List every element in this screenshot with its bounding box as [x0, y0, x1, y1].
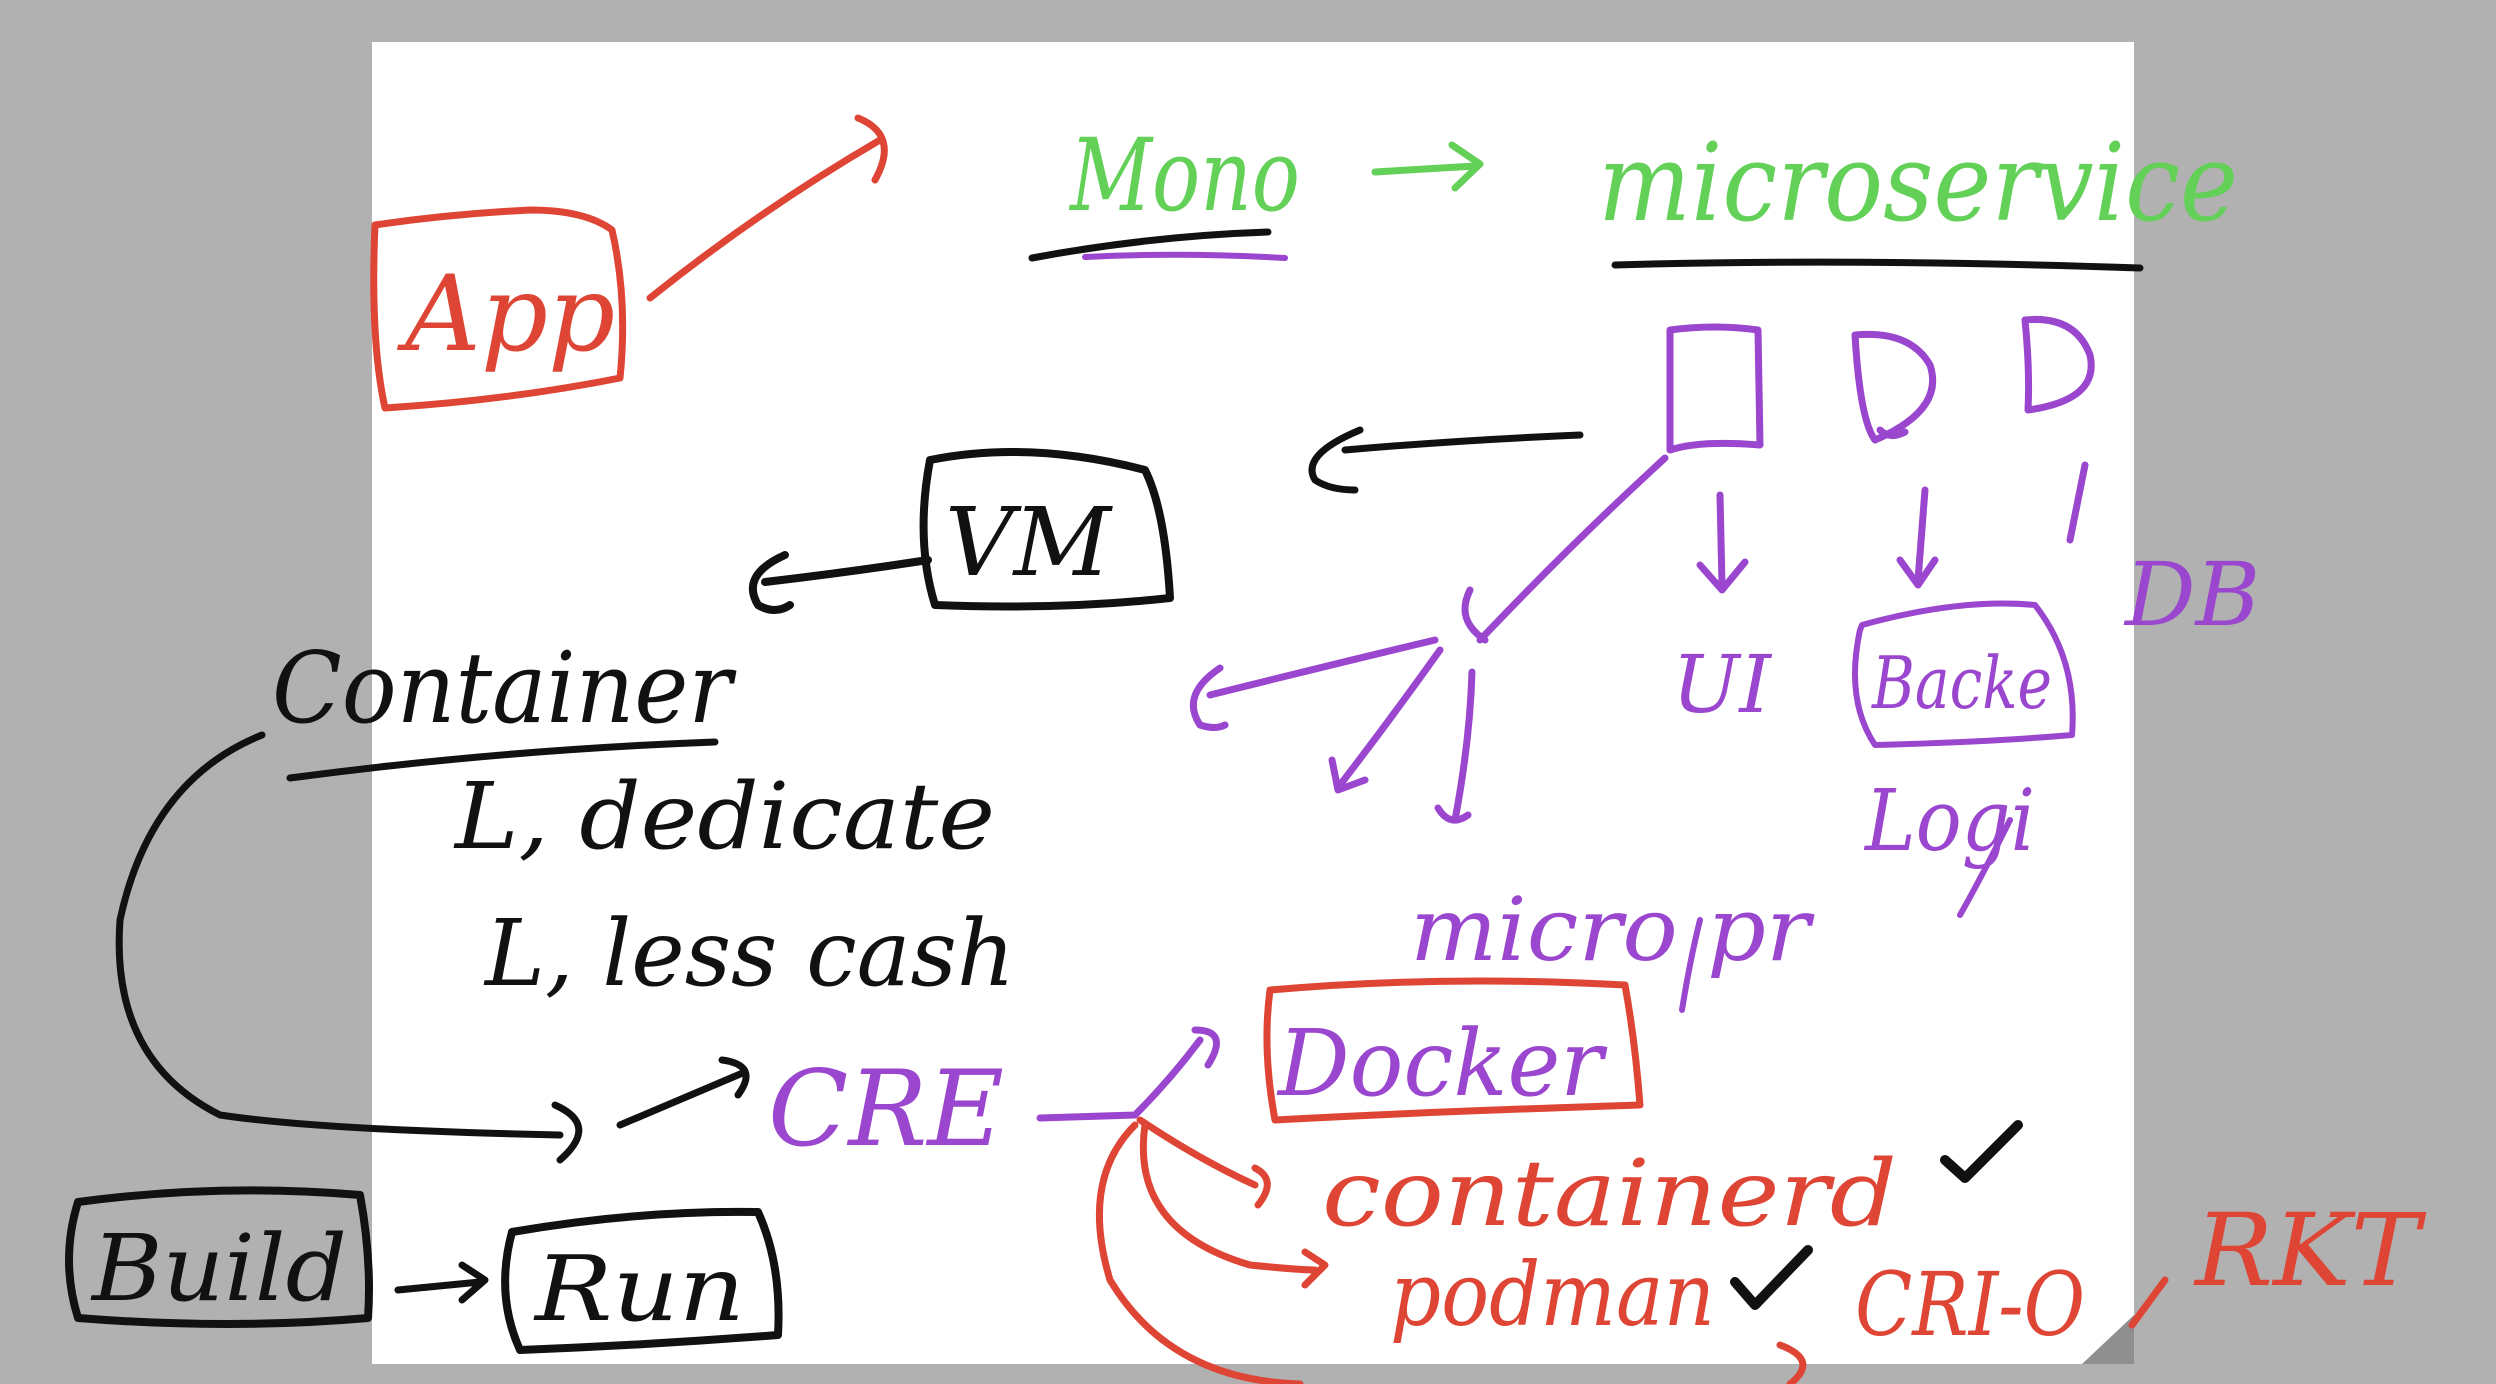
logic-tail — [1957, 817, 2013, 918]
microservice-label: microservice — [1598, 121, 2238, 246]
cre-to-crio — [1095, 1121, 1304, 1384]
mono-label: Mono — [1068, 117, 1300, 234]
cre-to-containerd — [1136, 1116, 1271, 1209]
app-label: App — [397, 253, 615, 375]
app-arrow — [646, 114, 888, 302]
dedicate-label: L, dedicate — [453, 763, 995, 870]
micro-pr-label: micro pr — [1410, 878, 1815, 981]
build-to-run-arrow — [394, 1261, 489, 1304]
podman-label: podman — [1390, 1243, 1715, 1346]
cre-to-docker-line — [1036, 1026, 1220, 1122]
crio-label: CRI-O — [1855, 1253, 2085, 1356]
app-box — [370, 206, 627, 412]
docker-box — [1263, 977, 1644, 1124]
mono-underline — [1028, 228, 1272, 262]
logic-label: Logi — [1863, 772, 2035, 871]
backend-label: Backe — [1870, 641, 2052, 725]
page-curl — [2082, 1315, 2134, 1364]
service-arrow-3 — [2066, 461, 2089, 544]
service-arrow-1 — [1696, 491, 1749, 594]
cre-to-podman — [1139, 1121, 1329, 1289]
service-box-3 — [2021, 315, 2095, 414]
checkmark-icon — [1730, 1245, 1813, 1310]
branch-left — [1189, 636, 1439, 731]
crio-hook — [1776, 1341, 1807, 1384]
microservice-underline — [1611, 258, 2144, 272]
vm-label: VM — [945, 488, 1114, 598]
rkt-label: RKT — [2193, 1192, 2427, 1309]
mono-arrow — [1371, 141, 1484, 192]
checkmark-icon — [1940, 1120, 2023, 1183]
docker-label: Docker — [1276, 1010, 1608, 1117]
run-label: Run — [533, 1237, 745, 1342]
backend-box — [1852, 600, 2076, 748]
cre-arrow — [616, 1056, 750, 1129]
containerd-label: containerd — [1322, 1140, 1897, 1247]
services-to-left-arrow — [1308, 426, 1584, 494]
ui-label: UI — [1672, 638, 1772, 731]
vm-box — [919, 448, 1174, 611]
container-underline — [286, 738, 719, 782]
vm-arrow — [749, 551, 932, 614]
mono-underline-purple — [1082, 251, 1288, 261]
branch-down-left — [1328, 646, 1444, 794]
build-label: Build — [90, 1215, 347, 1322]
run-box — [501, 1207, 783, 1354]
cre-label: CRE — [768, 1048, 1004, 1170]
service-box-1 — [1666, 323, 1764, 454]
branch-diagonal — [1461, 454, 1669, 644]
container-label: Container — [272, 632, 737, 746]
service-arrow-2 — [1896, 486, 1939, 589]
micro-pr-tail — [1679, 917, 1703, 1013]
service-box-2 — [1851, 330, 1937, 444]
less-cash-label: L, less cash — [483, 900, 1015, 1007]
container-to-cre-curve — [115, 731, 583, 1164]
build-box — [65, 1186, 373, 1328]
branch-down — [1434, 668, 1476, 824]
crio-rkt-separator — [2128, 1276, 2169, 1329]
db-label: DB — [2123, 543, 2260, 646]
